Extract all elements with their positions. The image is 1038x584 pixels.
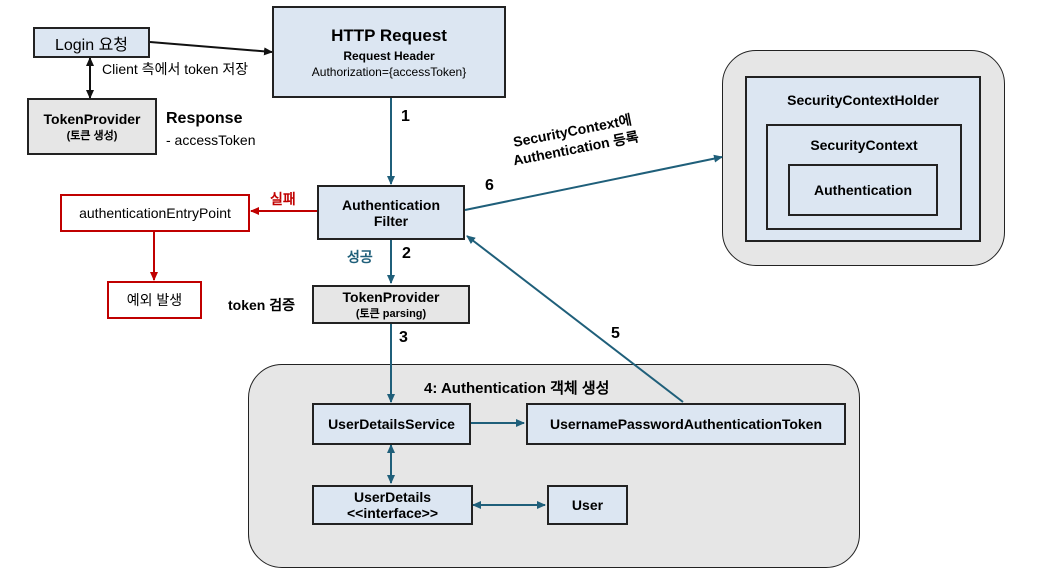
step-3-label: 3 — [399, 329, 408, 346]
arrow-step-6 — [464, 154, 723, 211]
token-provider-generate-box: TokenProvider (토큰 생성) — [27, 98, 157, 155]
token-provider-generate-subtitle: (토큰 생성) — [66, 129, 118, 142]
http-request-title: HTTP Request — [331, 25, 447, 45]
authentication-entry-point-box: authenticationEntryPoint — [60, 194, 250, 232]
authentication-entry-point-label: authenticationEntryPoint — [79, 205, 231, 221]
token-provider-generate-title: TokenProvider — [43, 110, 141, 127]
token-provider-parsing-title: TokenProvider — [342, 288, 440, 305]
user-label: User — [571, 497, 604, 513]
token-provider-parsing-box: TokenProvider (토큰 parsing) — [312, 285, 470, 324]
success-label: 성공 — [347, 249, 373, 265]
authentication-filter-line2: Filter — [373, 212, 409, 229]
step-1-label: 1 — [401, 108, 410, 125]
user-box: User — [547, 485, 628, 525]
arrow-step-5 — [466, 235, 684, 403]
http-request-auth: Authorization={accessToken} — [311, 64, 467, 79]
response-item: - accessToken — [166, 132, 256, 148]
exception-label: 예외 발생 — [126, 292, 183, 308]
upa-token-label: UsernamePasswordAuthenticationToken — [549, 416, 823, 432]
authentication-creation-title: 4: Authentication 객체 생성 — [424, 380, 610, 397]
authentication-in-context-box: Authentication — [788, 164, 938, 216]
login-request-label: Login 요청 — [54, 36, 129, 54]
user-details-stereotype: <<interface>> — [346, 505, 439, 521]
authentication-filter-box: Authentication Filter — [317, 185, 465, 240]
exception-box: 예외 발생 — [107, 281, 202, 319]
authentication-filter-line1: Authentication — [342, 196, 440, 213]
user-details-service-label: UserDetailsService — [328, 416, 455, 432]
http-request-header: Request Header — [343, 48, 435, 63]
arrow-login-to-request — [149, 41, 273, 56]
client-store-label: Client 측에서 token 저장 — [102, 61, 249, 77]
http-request-box: HTTP Request Request Header Authorizatio… — [272, 6, 506, 98]
user-details-box: UserDetails <<interface>> — [312, 485, 473, 525]
authentication-in-context-label: Authentication — [814, 182, 912, 198]
user-details-service-box: UserDetailsService — [312, 403, 471, 445]
token-verify-label: token 검증 — [228, 297, 295, 313]
step-6-label: 6 — [485, 177, 494, 194]
security-context-holder-title: SecurityContextHolder — [787, 92, 939, 108]
security-context-title: SecurityContext — [810, 137, 918, 153]
fail-label: 실패 — [270, 191, 296, 207]
step-2-label: 2 — [402, 245, 411, 262]
upa-token-box: UsernamePasswordAuthenticationToken — [526, 403, 846, 445]
token-provider-parsing-subtitle: (토큰 parsing) — [355, 307, 427, 320]
user-details-title: UserDetails — [353, 489, 432, 505]
authentication-creation-group — [248, 364, 860, 568]
step-5-label: 5 — [611, 325, 620, 342]
response-title: Response — [166, 110, 243, 127]
login-request-box: Login 요청 — [33, 27, 150, 58]
